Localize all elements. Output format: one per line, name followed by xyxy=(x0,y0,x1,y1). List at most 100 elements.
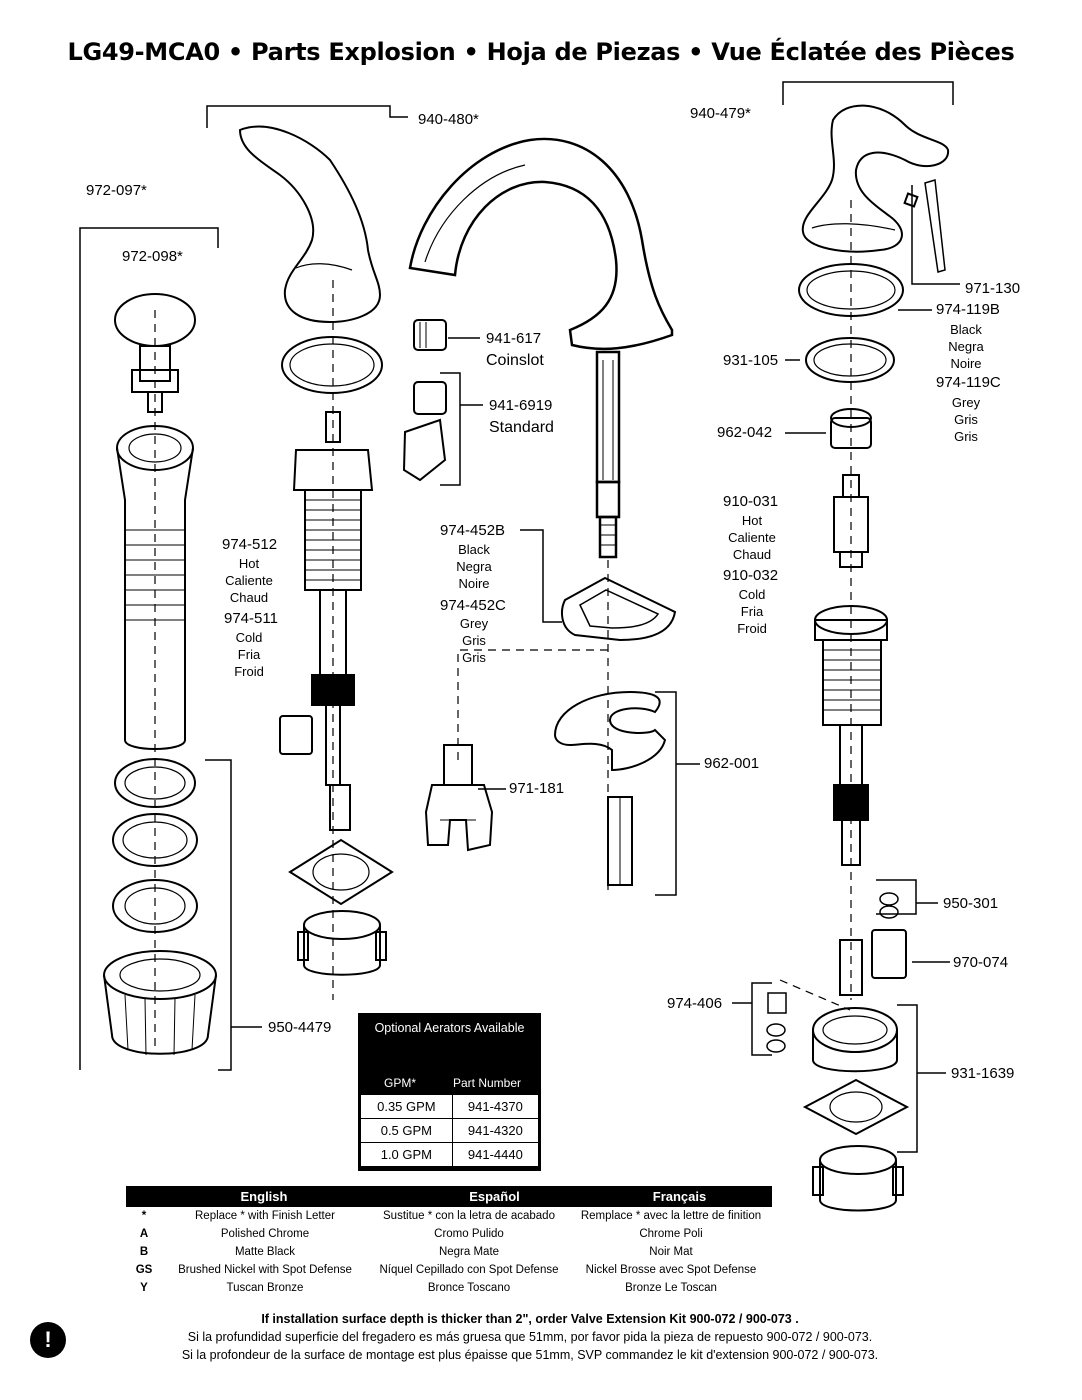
legend-english: Matte Black xyxy=(234,1246,296,1258)
legend-header-english: English xyxy=(240,1189,288,1204)
drain-nut xyxy=(103,950,217,1056)
legend-spanish: Negra Mate xyxy=(438,1246,500,1258)
drain-stopper xyxy=(114,293,196,413)
legend-code: * xyxy=(141,1210,147,1222)
mounting-plate xyxy=(553,690,667,886)
label-910-032: 910-032 xyxy=(723,567,779,584)
optional-aerators-table: Optional Aerators Available GPM* Part Nu… xyxy=(358,1013,541,1171)
legend-code: Y xyxy=(140,1282,148,1294)
legend-french: Remplace * avec la lettre de finition xyxy=(580,1210,762,1222)
legend-english: Polished Chrome xyxy=(220,1228,310,1240)
label-941-617-sub: Coinslot xyxy=(486,352,544,369)
table-row: 1.0 GPM 941-4440 xyxy=(360,1142,540,1167)
page-title: LG49-MCA0 • Parts Explosion • Hoja de Pi… xyxy=(67,38,1015,66)
label-974-511: 974-511 xyxy=(224,610,278,627)
table-row: GS Brushed Nickel with Spot Defense Níqu… xyxy=(126,1261,772,1279)
legend-french: Bronze Le Toscan xyxy=(625,1282,717,1294)
table-row: * Replace * with Finish Letter Sustitue … xyxy=(126,1207,772,1225)
right-handle xyxy=(801,104,950,273)
table-row: Y Tuscan Bronze Bronce Toscano Bronze Le… xyxy=(126,1279,772,1297)
small-o-rings xyxy=(879,892,899,919)
drain-body xyxy=(116,425,194,750)
legend-english: Brushed Nickel with Spot Defense xyxy=(178,1264,352,1276)
table-row: A Polished Chrome Cromo Pulido Chrome Po… xyxy=(126,1225,772,1243)
right-valve-body xyxy=(814,605,888,996)
spout xyxy=(408,137,674,559)
diverter-tee xyxy=(424,744,494,852)
label-910-031: 910-031 xyxy=(723,493,779,510)
callout-lines xyxy=(79,81,960,1153)
label-941-6919-sub: Standard xyxy=(489,419,554,436)
label-974-512: 974-512 xyxy=(222,536,278,553)
legend-header-french: Français xyxy=(652,1189,707,1204)
aerators-col-gpm: GPM* xyxy=(384,1076,417,1090)
legend-english: Tuscan Bronze xyxy=(226,1282,304,1294)
label-940-479: 940-479* xyxy=(690,105,751,122)
right-nut xyxy=(871,929,907,979)
label-970-074: 970-074 xyxy=(953,954,1009,971)
legend-spanish: Cromo Pulido xyxy=(434,1228,504,1240)
legend-english: Replace * with Finish Letter xyxy=(195,1210,335,1222)
clip-and-o-rings xyxy=(766,992,787,1053)
label-962-042: 962-042 xyxy=(717,424,773,441)
table-row: B Matte Black Negra Mate Noir Mat xyxy=(126,1243,772,1261)
label-974-452c: 974-452C xyxy=(440,597,506,614)
aerator-standard xyxy=(402,381,447,482)
legend-code: GS xyxy=(135,1264,153,1276)
left-handle xyxy=(238,125,382,324)
legend-code: A xyxy=(139,1228,149,1240)
legend-french: Chrome Poli xyxy=(639,1228,703,1240)
spout-base-gasket xyxy=(561,576,677,642)
legend-spanish: Bronce Toscano xyxy=(427,1282,511,1294)
left-mount xyxy=(288,838,394,976)
label-950-4479: 950-4479 xyxy=(268,1019,332,1036)
aerator-coinslot xyxy=(413,319,447,351)
legend-spanish: Níquel Cepillado con Spot Defense xyxy=(379,1264,559,1276)
label-941-6919: 941-6919 xyxy=(489,397,553,414)
aerator-gpm: 0.35 GPM xyxy=(360,1094,453,1119)
legend-french: Nickel Brosse avec Spot Defense xyxy=(585,1264,757,1276)
legend-code: B xyxy=(139,1246,149,1258)
finish-legend: English Español Français * Replace * wit… xyxy=(126,1186,772,1297)
aerator-gpm: 0.5 GPM xyxy=(360,1118,453,1143)
aerator-part: 941-4440 xyxy=(451,1142,540,1167)
aerator-part: 941-4320 xyxy=(451,1118,540,1143)
label-941-617: 941-617 xyxy=(486,330,542,347)
label-940-480: 940-480* xyxy=(418,111,479,128)
label-971-181: 971-181 xyxy=(509,780,565,797)
note-english: If installation surface depth is thicker… xyxy=(261,1312,799,1326)
legend-french: Noir Mat xyxy=(649,1246,693,1258)
right-gaskets xyxy=(798,263,904,383)
label-962-001: 962-001 xyxy=(704,755,760,772)
legend-header-spanish: Español xyxy=(469,1189,520,1204)
aerators-heading: Optional Aerators Available xyxy=(374,1021,525,1035)
right-bonnet-nut xyxy=(830,408,872,449)
aerator-part: 941-4370 xyxy=(451,1094,540,1119)
left-valve xyxy=(292,411,374,831)
label-972-098: 972-098* xyxy=(122,248,183,265)
aerators-col-part: Part Number xyxy=(453,1076,522,1090)
left-handle-gasket xyxy=(281,336,383,394)
note-spanish: Si la profundidad superficie del fregade… xyxy=(187,1330,873,1344)
right-mount xyxy=(802,1007,910,1212)
label-972-097: 972-097* xyxy=(86,182,147,199)
note-french: Si la profondeur de la surface de montag… xyxy=(181,1348,879,1362)
label-931-1639: 931-1639 xyxy=(951,1065,1015,1082)
legend-spanish: Sustitue * con la letra de acabado xyxy=(383,1210,555,1222)
label-950-301: 950-301 xyxy=(943,895,999,912)
right-cartridge xyxy=(833,474,869,568)
axis-lines xyxy=(154,200,852,1050)
label-971-130: 971-130 xyxy=(965,280,1021,297)
warning-icon: ! xyxy=(30,1322,66,1358)
table-row: 0.35 GPM 941-4370 xyxy=(360,1094,540,1119)
drain-gaskets xyxy=(112,758,198,933)
label-974-119c: 974-119C xyxy=(936,374,1001,391)
